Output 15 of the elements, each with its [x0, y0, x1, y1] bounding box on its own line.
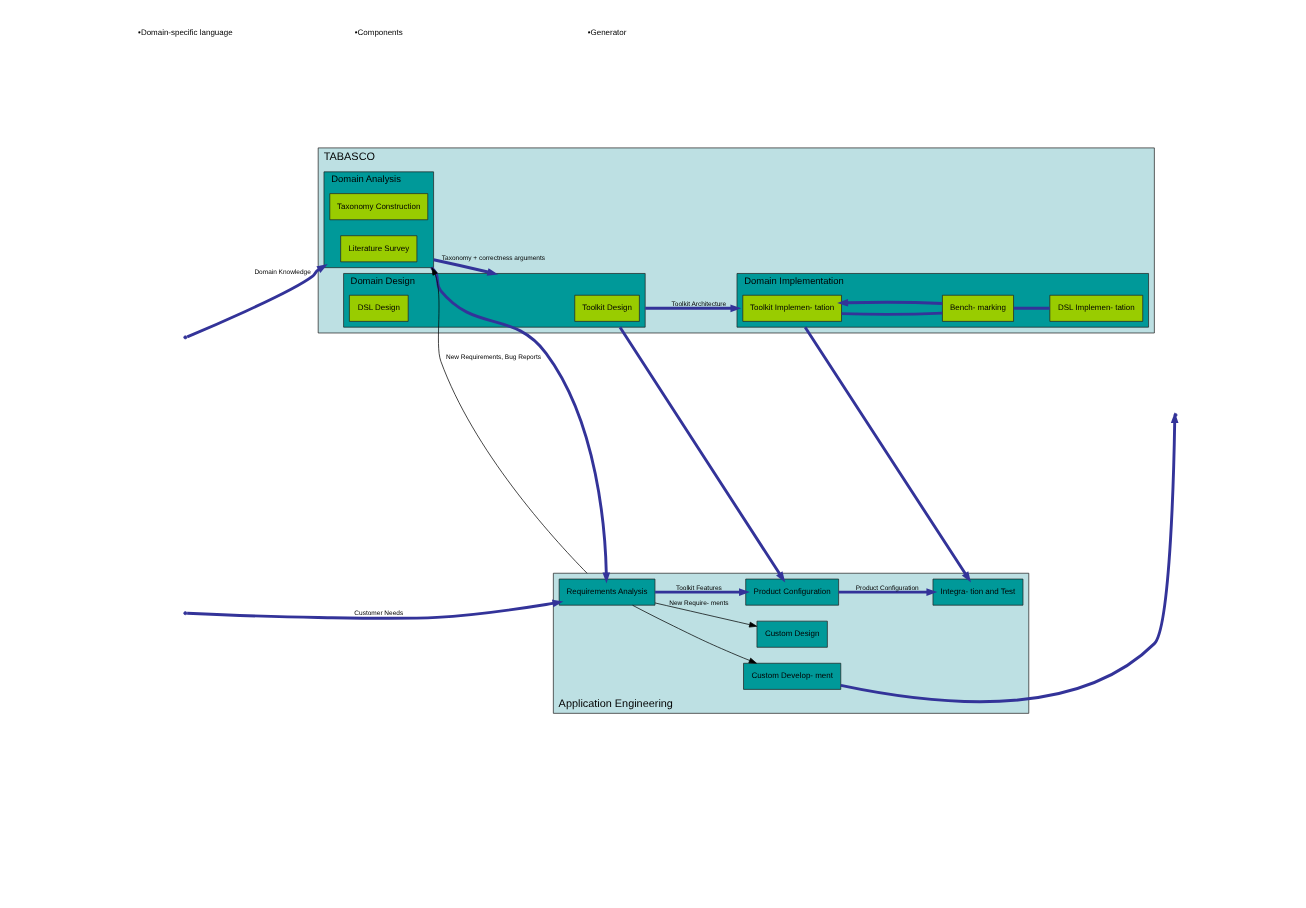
arrow [654, 588, 749, 596]
arrow [186, 599, 563, 620]
connector [840, 311, 942, 316]
arrow [837, 588, 937, 596]
arrow [432, 258, 498, 276]
arrow [430, 267, 587, 574]
arrow [653, 602, 757, 628]
arrow [836, 298, 942, 307]
arrow [631, 604, 756, 664]
arrow [185, 264, 327, 339]
arrow [644, 304, 741, 313]
connector [1012, 306, 1049, 310]
arrow [617, 326, 785, 583]
arrow [802, 326, 970, 583]
arrow [429, 266, 610, 584]
